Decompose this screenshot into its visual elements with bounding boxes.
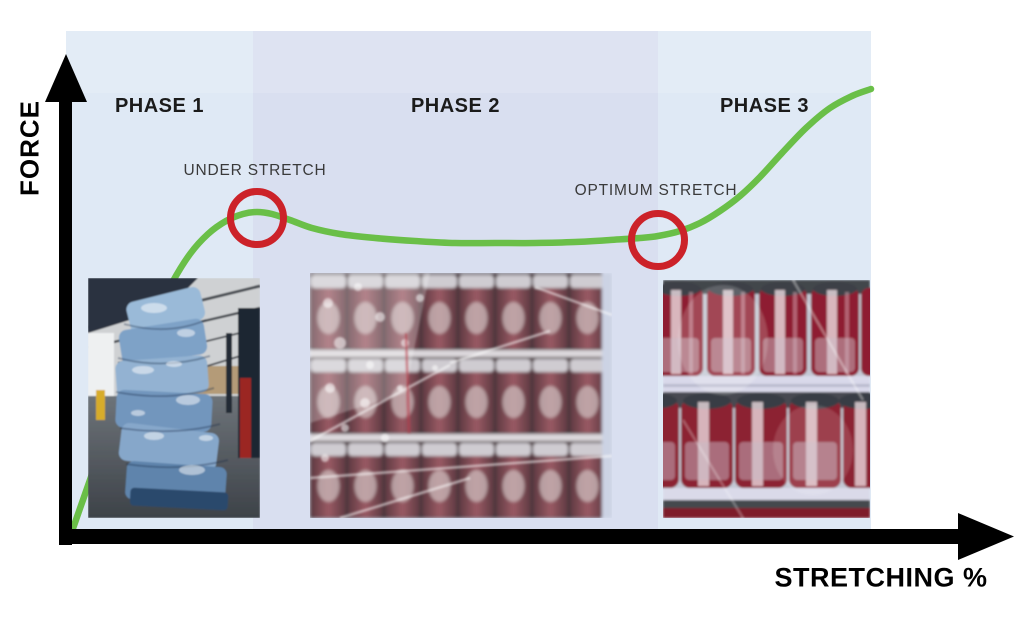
phase-3-label: PHASE 3 bbox=[719, 95, 810, 117]
phase-1-label: PHASE 1 bbox=[114, 95, 205, 117]
pallet-photo-graphic bbox=[88, 278, 260, 518]
y-axis-label: FORCE bbox=[14, 100, 45, 196]
tight-wrap-photo-graphic bbox=[663, 280, 870, 518]
phase2-wrapped-cans-photo bbox=[310, 273, 612, 518]
optimum-stretch-label: OPTIMUM STRETCH bbox=[574, 182, 738, 199]
x-axis-label: STRETCHING % bbox=[774, 562, 988, 593]
under-stretch-pallet-photo bbox=[88, 278, 260, 518]
x-axis-arrowhead bbox=[958, 513, 1014, 560]
x-axis-line bbox=[59, 529, 962, 544]
phase-2-label: PHASE 2 bbox=[410, 95, 501, 117]
optimum-stretch-cans-photo bbox=[663, 280, 870, 518]
wrapped-cans-photo-graphic bbox=[310, 273, 612, 518]
under-stretch-label: UNDER STRETCH bbox=[183, 162, 327, 179]
